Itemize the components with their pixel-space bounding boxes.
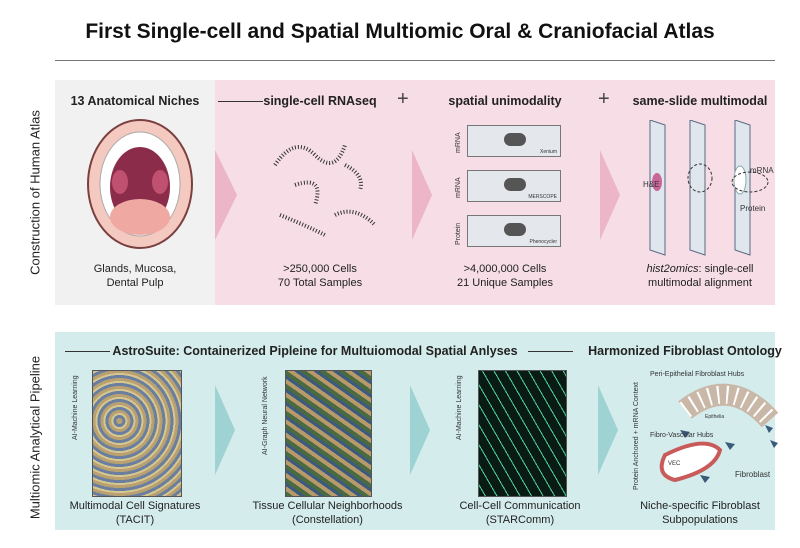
protein-label: Protein [740, 204, 766, 213]
open-mouth-illustration [87, 119, 193, 249]
constellation-image [285, 370, 372, 497]
title-divider [55, 60, 775, 61]
arrow-chevron [410, 385, 430, 475]
mrna-label: mRNA [750, 166, 774, 175]
niches-heading: 13 Anatomical Niches [70, 94, 200, 108]
fibroblast-heading: Harmonized Fibroblast Ontology [588, 344, 782, 358]
plus-sign: + [598, 88, 610, 110]
niches-caption: Glands, Mucosa,Dental Pulp [93, 263, 177, 289]
row-label-top: Construction of Human Atlas [27, 110, 43, 275]
starcomm-image [478, 370, 567, 497]
tacit-image [92, 370, 182, 497]
connector-line [528, 351, 573, 352]
spatial-heading: spatial unimodality [448, 94, 562, 108]
vec-label: VEC [668, 461, 681, 467]
tacit-caption: Multimodal Cell Signatures(TACIT) [69, 500, 201, 526]
fibro-vascular-label: Fibro-Vascular Hubs [650, 432, 714, 439]
same-slide-illustration [649, 120, 769, 256]
figure-title: First Single-cell and Spatial Multiomic … [85, 20, 715, 43]
arrow-chevron [215, 150, 237, 240]
starcomm-caption: Cell-Cell Communication(STARComm) [459, 500, 581, 526]
constellation-method-label: AI-Graph Neural Network [262, 376, 269, 455]
he-label: H&E [643, 180, 660, 189]
scrna-heading: single-cell RNAseq [263, 94, 377, 108]
arrow-chevron [412, 150, 432, 240]
connector-line [65, 351, 110, 352]
connector-line [218, 101, 263, 102]
fibroblast-ontology-illustration [659, 383, 779, 483]
astrosuite-heading: AstroSuite: Containerized Pipleine for M… [112, 344, 518, 358]
fibroblast-label: Fibroblast [735, 470, 771, 479]
peri-epithelial-label: Peri-Epithelial Fibroblast Hubs [650, 371, 745, 378]
row-label-bottom: Multiomic Analytical Pipeline [27, 355, 43, 520]
arrow-chevron [600, 150, 620, 240]
umap-cluster-plot [273, 144, 377, 237]
starcomm-method-label: AI-Machine Learning [456, 375, 463, 440]
arrow-chevron [215, 385, 235, 475]
arrow-chevron [598, 385, 618, 475]
spatial-slides: mRNA Xenium mRNA MERSCOPE Protein Phenoc… [455, 125, 561, 280]
tacit-method-label: AI-Machine Learning [72, 375, 79, 440]
multimodal-heading: same-slide multimodal [632, 94, 768, 108]
plus-sign: + [397, 88, 409, 110]
epithelia-label: Epithelia [705, 414, 725, 420]
constellation-caption: Tissue Cellular Neighborhoods(Constellat… [252, 500, 403, 526]
fibroblast-method-label: Protein Anchored + mRNA Context [633, 382, 640, 490]
